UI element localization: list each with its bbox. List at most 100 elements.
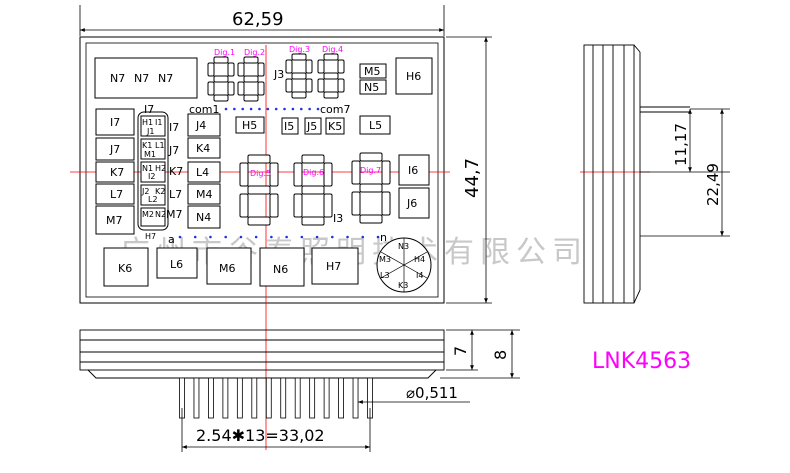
segment xyxy=(323,91,339,99)
svg-text:I7: I7 xyxy=(110,116,120,129)
dig4-label: Dig.4 xyxy=(322,45,343,54)
segment xyxy=(269,162,279,187)
segment xyxy=(285,78,293,93)
segment xyxy=(257,62,265,77)
big-digit-7 xyxy=(351,152,391,224)
svg-text:N2: N2 xyxy=(155,210,166,219)
svg-text:L7: L7 xyxy=(169,188,182,201)
svg-text:K6: K6 xyxy=(118,262,132,275)
svg-text:⌀0,511: ⌀0,511 xyxy=(406,384,458,402)
dig2-label: Dig.2 xyxy=(244,48,265,57)
segment xyxy=(213,75,229,83)
height-label: 44,7 xyxy=(462,158,483,198)
segment xyxy=(293,162,303,187)
i6-box xyxy=(398,154,430,186)
svg-text:H1: H1 xyxy=(142,118,153,127)
svg-text:N7: N7 xyxy=(134,72,149,85)
dot xyxy=(376,235,380,239)
dot xyxy=(270,235,273,239)
dig1-label: Dig.1 xyxy=(214,48,235,57)
pin xyxy=(309,377,316,419)
h5-l5-row: H5 I5 J5 K5 L5 xyxy=(235,115,391,135)
left-column: I7 I7 J7 K7 L7 M7 H1 I1 J1 K1 L1 M1 N1 H… xyxy=(95,103,183,241)
svg-text:J5: J5 xyxy=(306,120,317,133)
segment xyxy=(301,216,325,226)
pin xyxy=(294,377,301,419)
small-digits xyxy=(207,53,345,102)
j6-box xyxy=(398,187,430,219)
segment xyxy=(257,81,265,96)
svg-text:H2: H2 xyxy=(155,164,166,173)
width-dimension: 62,59 xyxy=(79,5,445,36)
segment xyxy=(323,53,339,61)
dig6-label: Dig.6 xyxy=(303,168,324,177)
svg-text:J7: J7 xyxy=(168,144,179,157)
segment xyxy=(351,191,361,216)
svg-text:I5: I5 xyxy=(284,120,294,133)
dot xyxy=(331,235,334,239)
dot xyxy=(308,107,311,111)
dot xyxy=(274,107,278,111)
svg-text:N4: N4 xyxy=(196,211,211,224)
segment xyxy=(323,72,339,80)
big-digits xyxy=(239,152,391,226)
dot xyxy=(299,107,303,111)
com7-label: com7 xyxy=(320,103,351,116)
pin xyxy=(193,377,200,419)
bottom-dimensions: 7 8 ⌀0,511 2.54✱13=33,02 xyxy=(181,329,520,452)
segment xyxy=(301,185,325,195)
segment xyxy=(237,81,245,96)
segment xyxy=(227,62,235,77)
svg-text:I7: I7 xyxy=(169,121,179,134)
side-view xyxy=(583,44,690,304)
pin xyxy=(222,377,229,419)
svg-text:K4: K4 xyxy=(196,142,210,155)
svg-text:M2: M2 xyxy=(142,210,154,219)
svg-text:H7: H7 xyxy=(145,232,156,241)
segment xyxy=(351,160,361,185)
svg-text:M5: M5 xyxy=(364,65,381,78)
dot xyxy=(285,235,288,239)
svg-text:8: 8 xyxy=(491,350,510,360)
segment xyxy=(247,154,271,164)
n7-box: N7 N7 N7 xyxy=(94,57,198,99)
svg-text:J2: J2 xyxy=(141,187,149,196)
segment xyxy=(323,193,333,218)
svg-text:L7: L7 xyxy=(110,188,123,201)
svg-text:I7: I7 xyxy=(144,103,154,116)
dot-row-top xyxy=(224,107,320,111)
segment xyxy=(213,94,229,102)
svg-text:7: 7 xyxy=(451,346,470,356)
segment xyxy=(207,62,215,77)
segment xyxy=(305,59,313,74)
svg-text:J4: J4 xyxy=(195,119,206,132)
svg-text:11,17: 11,17 xyxy=(672,123,690,166)
segment xyxy=(305,78,313,93)
big-digit-6 xyxy=(293,154,333,226)
segment xyxy=(293,193,303,218)
dig3-label: Dig.3 xyxy=(289,45,310,54)
segment xyxy=(317,78,325,93)
svg-text:K7: K7 xyxy=(110,166,124,179)
pin xyxy=(208,377,214,419)
svg-text:K1: K1 xyxy=(142,141,152,150)
i3-label: I3 xyxy=(333,212,343,225)
svg-text:L1: L1 xyxy=(155,141,165,150)
bottom-view xyxy=(79,329,445,379)
dot xyxy=(361,235,365,239)
svg-text:I6: I6 xyxy=(408,164,418,177)
segment xyxy=(239,193,249,218)
segment xyxy=(247,216,271,226)
pin xyxy=(251,377,258,419)
model-number: LNK4563 xyxy=(592,349,691,374)
segment xyxy=(359,183,383,193)
segment xyxy=(359,152,383,162)
dot xyxy=(249,107,253,111)
svg-text:H4: H4 xyxy=(414,255,425,264)
dot xyxy=(300,235,304,239)
svg-text:N1: N1 xyxy=(142,164,153,173)
dot xyxy=(233,107,236,111)
svg-text:K2: K2 xyxy=(155,187,165,196)
segment xyxy=(381,160,391,185)
segment xyxy=(243,56,259,64)
